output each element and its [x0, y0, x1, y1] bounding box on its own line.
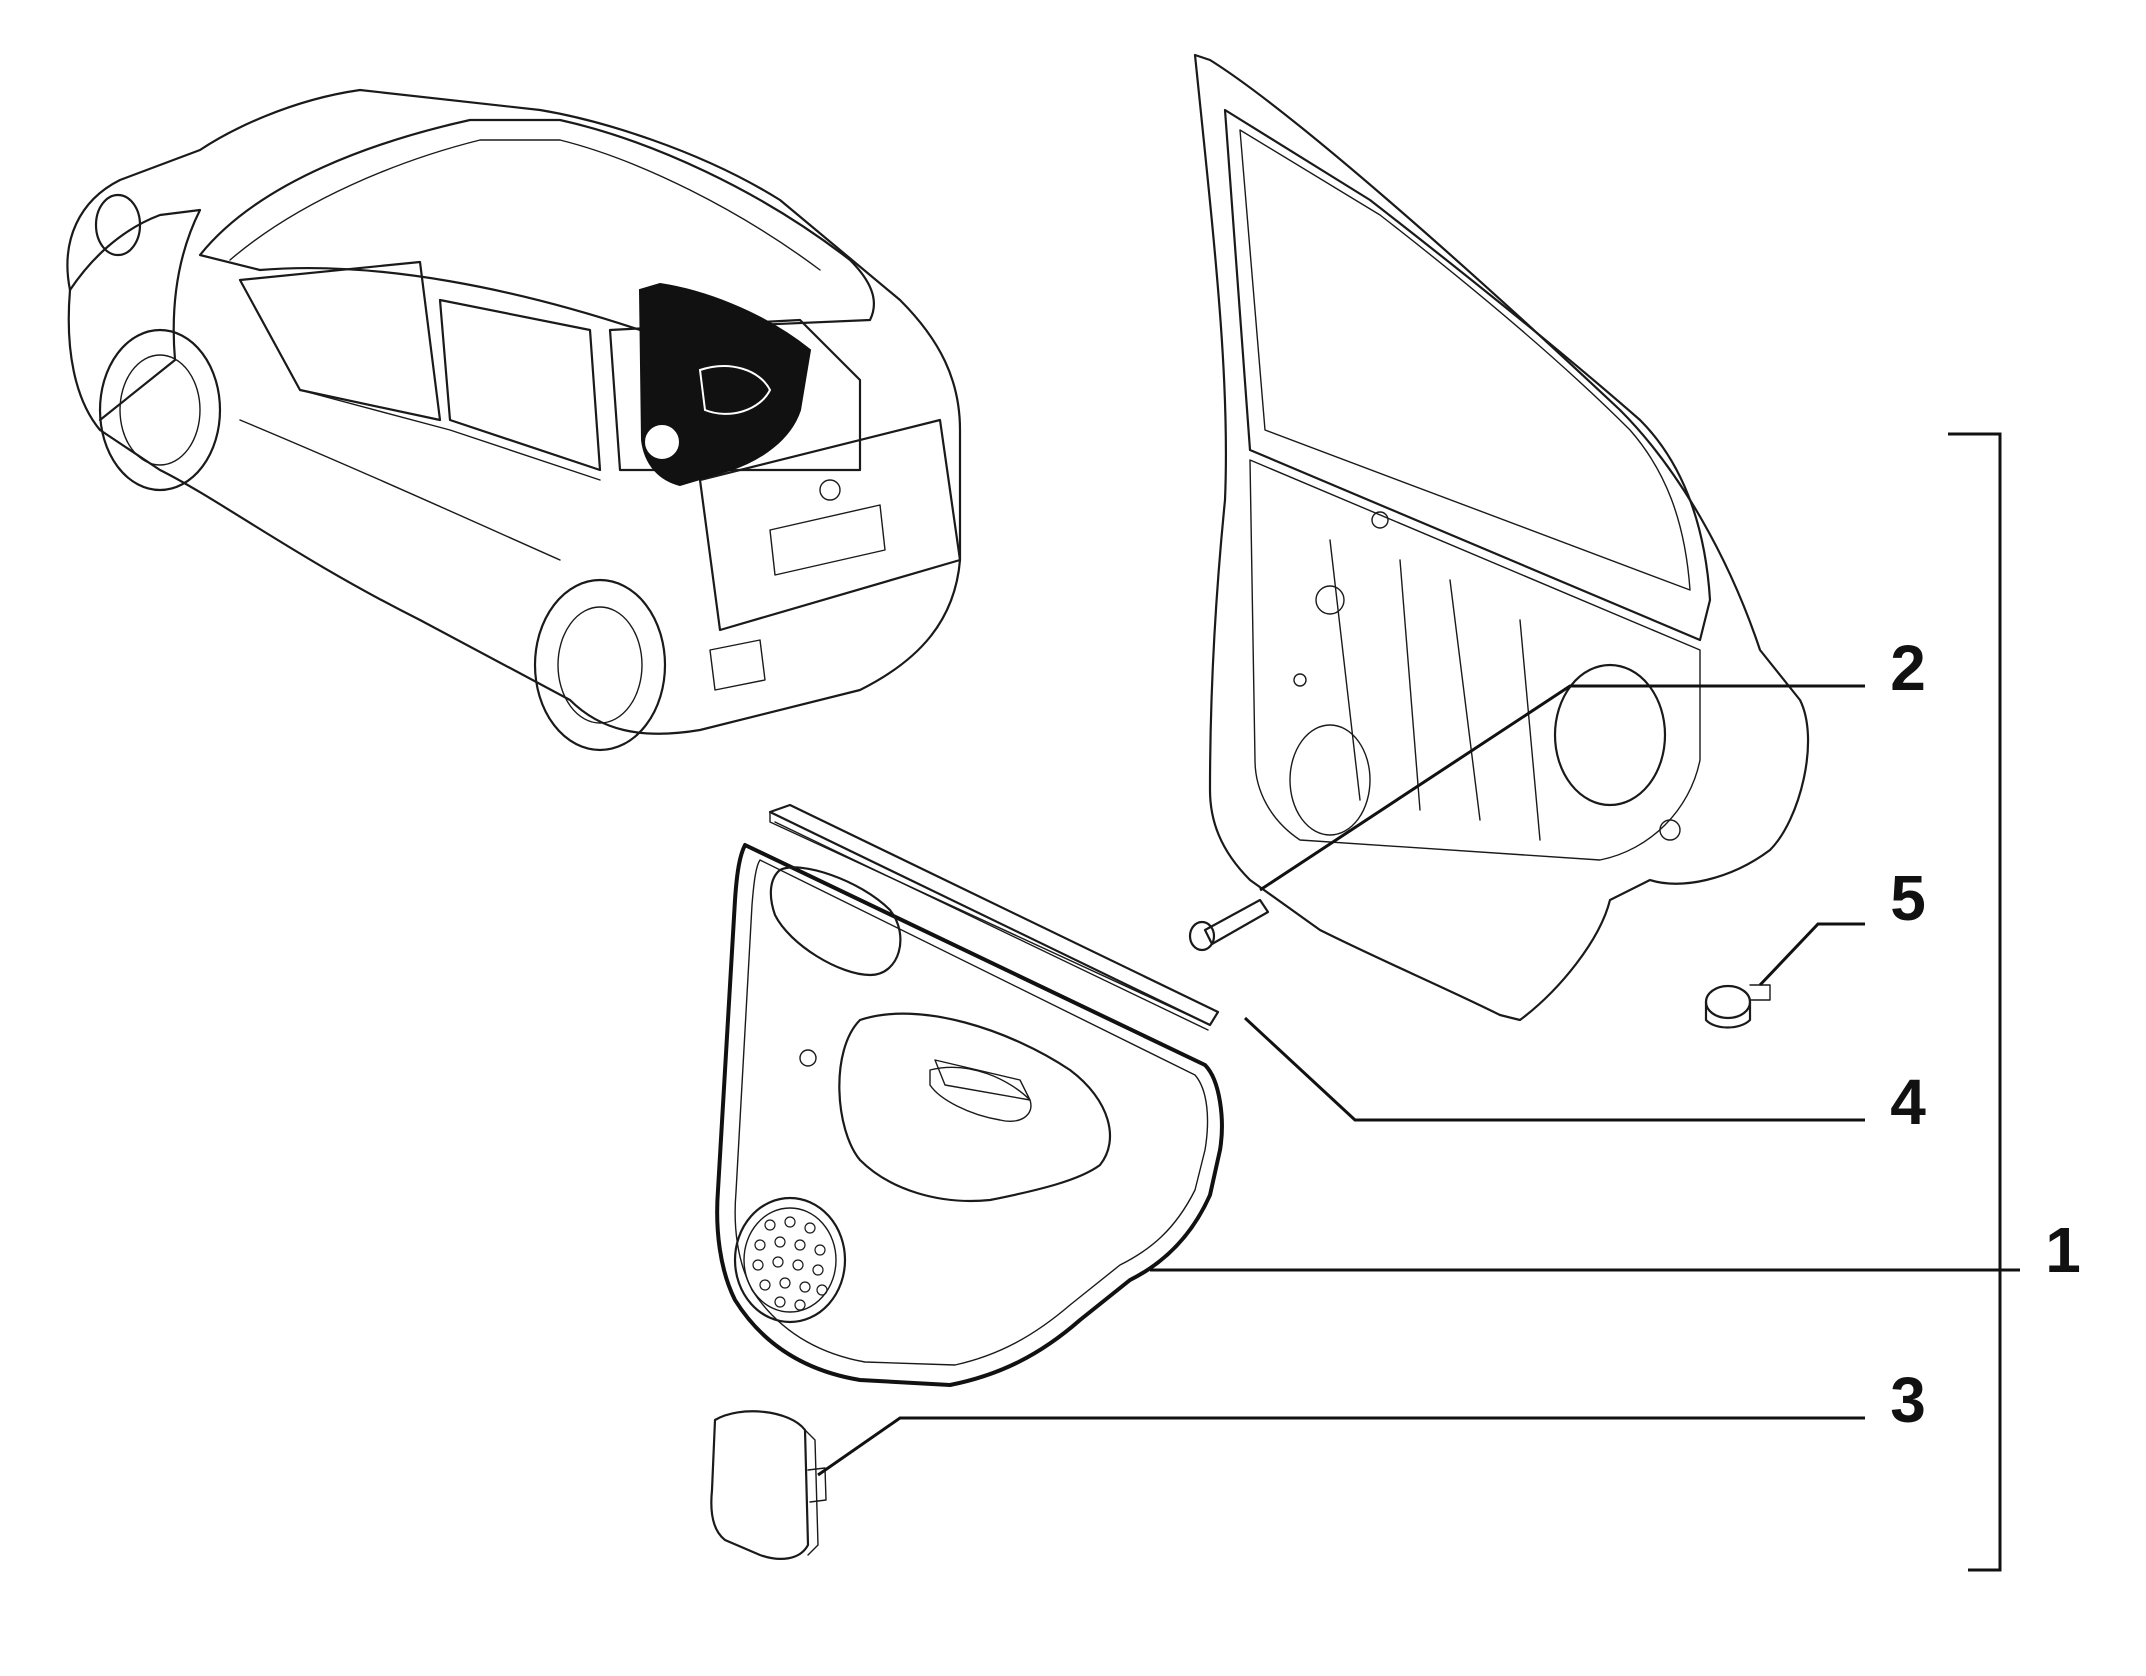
- leader-2: [1259, 684, 1865, 892]
- assembly-bracket: [1948, 432, 2002, 1572]
- leader-4: [1243, 1016, 1865, 1122]
- seal-strip-part: [768, 803, 1220, 1031]
- leader-lines: [817, 684, 2020, 1477]
- door-trim-panel-part: [715, 843, 1224, 1387]
- car-overview-illustration: [66, 88, 962, 752]
- callout-3: 3: [1890, 1364, 1926, 1436]
- speaker-grille-holes: [752, 1216, 828, 1311]
- clip-part: [1704, 984, 1771, 1029]
- callout-1: 1: [2045, 1214, 2081, 1286]
- callout-5: 5: [1890, 862, 1926, 934]
- cover-cap-part: [710, 1410, 827, 1560]
- door-shell-illustration: [1193, 53, 1810, 1022]
- screw-part: [1188, 898, 1270, 952]
- callout-4: 4: [1890, 1066, 1926, 1138]
- callout-2: 2: [1890, 632, 1926, 704]
- leader-5: [1758, 922, 1865, 987]
- highlighted-door-panel: [638, 282, 812, 487]
- leader-3: [817, 1416, 1865, 1477]
